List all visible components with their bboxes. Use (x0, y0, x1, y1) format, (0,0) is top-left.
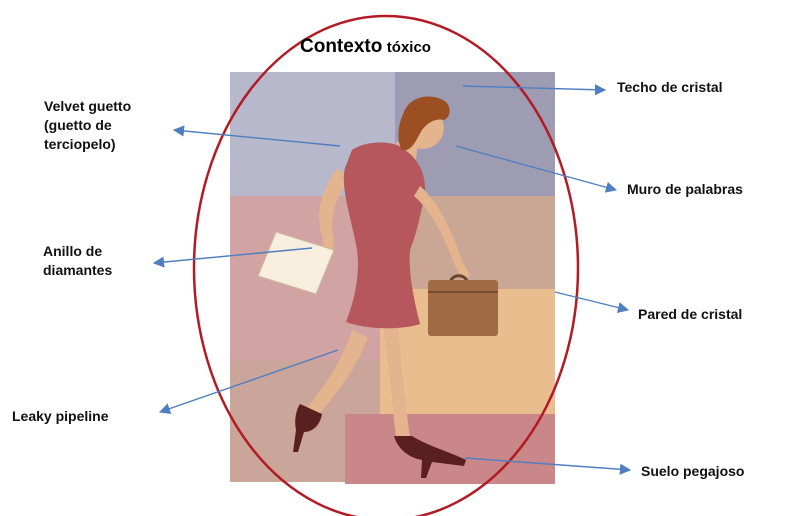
label-pared-de-cristal: Pared de cristal (638, 306, 743, 322)
label-anillo-de-diamantes: Anillo de diamantes (43, 243, 113, 278)
back-shoe (293, 404, 322, 452)
woman-figure (257, 96, 498, 478)
back-leg (307, 330, 368, 414)
context-ellipse (192, 14, 580, 516)
label-muro-de-palabras: Muro de palabras (627, 181, 743, 197)
arrow-anillo (152, 247, 313, 268)
front-leg (382, 318, 410, 438)
label-velvet-guetto: Velvet guetto (guetto de terciopelo) (44, 98, 132, 152)
arrow-pared (554, 291, 630, 314)
front-shoe (394, 436, 466, 478)
arrow-muro (455, 145, 618, 193)
label-suelo-pegajoso: Suelo pegajoso (641, 463, 745, 479)
arrow-leaky (158, 349, 339, 414)
dress (343, 142, 426, 329)
diagram-title: Contexto tóxico (300, 36, 431, 58)
label-techo-de-cristal: Techo de cristal (617, 79, 723, 95)
title-main: Contexto (300, 36, 383, 57)
title-sub: tóxico (386, 39, 431, 56)
paper-sheet (257, 231, 335, 295)
back-arm (312, 168, 350, 270)
hair (398, 96, 450, 151)
background-blocks (230, 72, 555, 484)
front-arm (414, 186, 470, 280)
label-leaky-pipeline: Leaky pipeline (12, 408, 109, 424)
briefcase (428, 274, 498, 336)
arrow-techo (462, 84, 607, 96)
arrows (152, 84, 632, 475)
block-bottom (345, 414, 555, 484)
arrow-velvet (172, 125, 341, 147)
arrow-suelo (464, 457, 632, 475)
